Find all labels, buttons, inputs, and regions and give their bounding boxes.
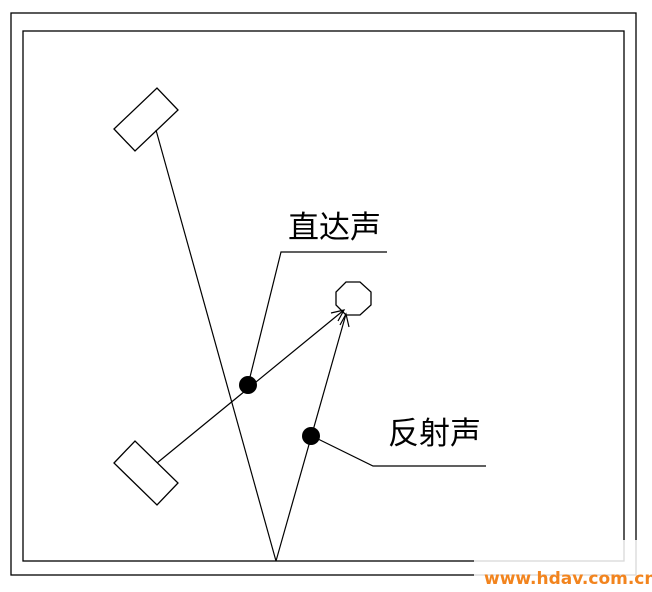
direct-sound-label: 直达声 — [288, 210, 381, 246]
reflected-sound-marker — [302, 427, 320, 445]
reflected-sound-label: 反射声 — [388, 416, 481, 452]
reflected-ray-arrowhead — [339, 312, 350, 328]
speaker-bottom — [113, 440, 179, 506]
speaker-top — [113, 87, 179, 152]
direct-sound-marker — [239, 376, 257, 394]
reflected-sound-leader-line — [315, 437, 486, 467]
room-outer-wall — [10, 12, 637, 576]
watermark-text: www.hdav.com.cn — [484, 569, 652, 589]
watermark-backdrop — [474, 540, 652, 592]
room-inner-wall — [22, 30, 625, 562]
direct-sound-leader-line — [249, 251, 387, 378]
direct-ray-arrowhead — [330, 309, 346, 322]
listener-octagon — [335, 281, 372, 316]
incident-sound-ray — [155, 129, 277, 562]
